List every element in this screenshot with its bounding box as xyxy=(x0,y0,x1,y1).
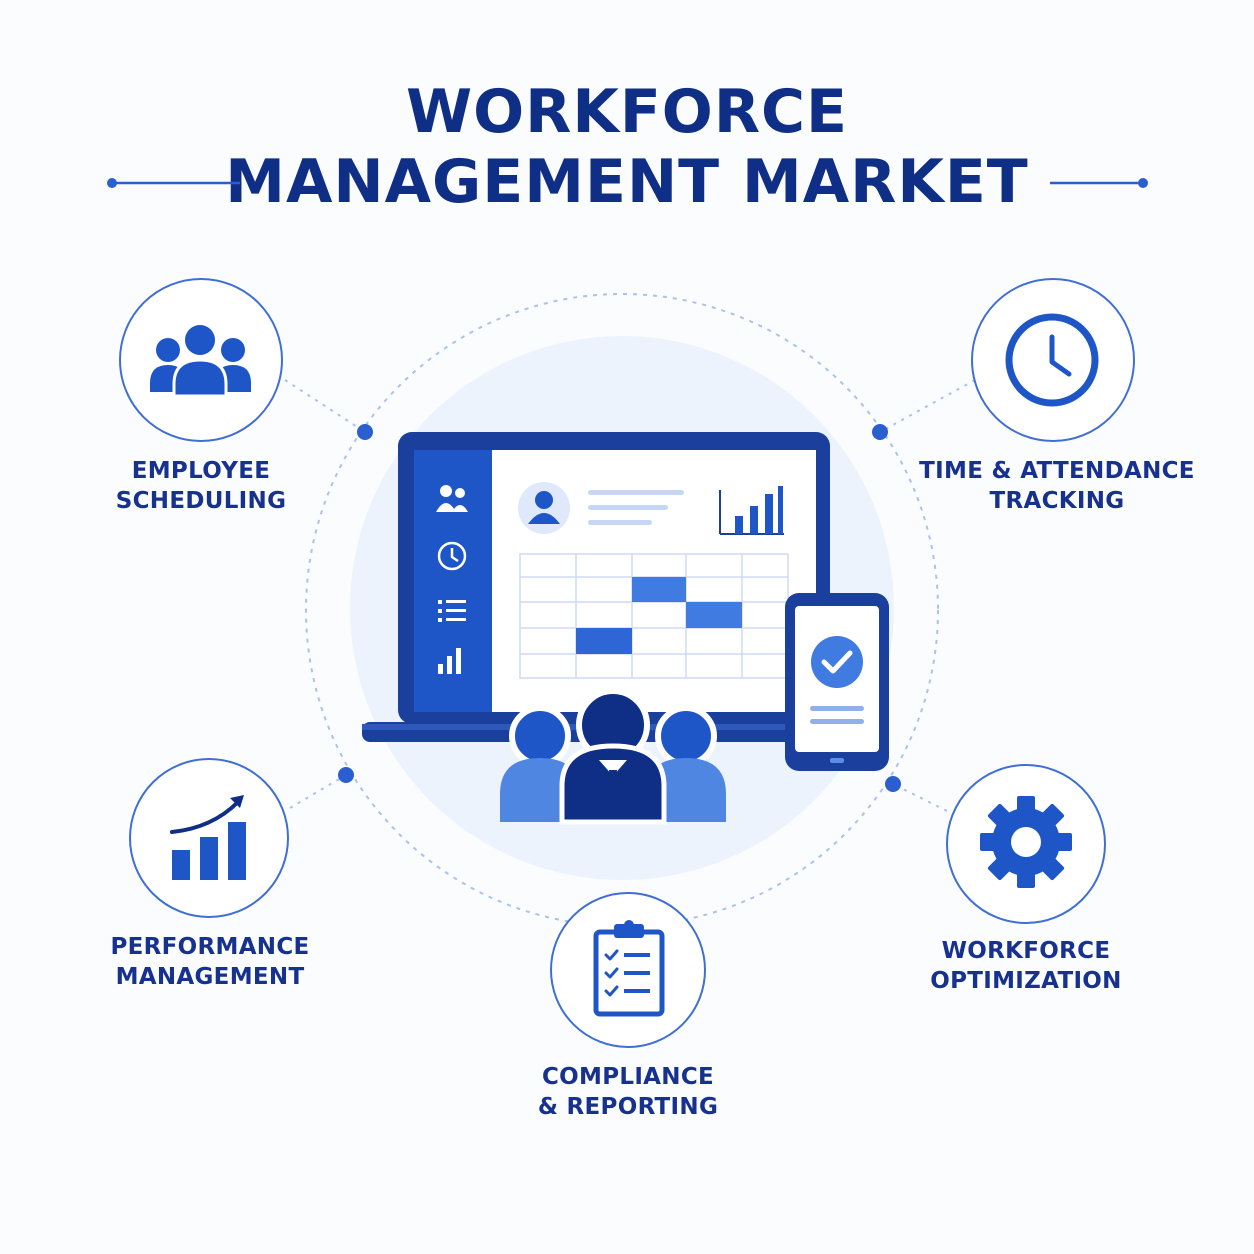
title-line-1: WORKFORCE xyxy=(405,77,849,147)
label-time-attendance: TIME & ATTENDANCE TRACKING xyxy=(912,456,1202,516)
bar-chart-icon xyxy=(438,648,461,674)
title-line-2: MANAGEMENT MARKET xyxy=(225,147,1029,217)
label-line: EMPLOYEE xyxy=(131,458,271,484)
clock-icon xyxy=(437,541,467,571)
feature-time-attendance xyxy=(971,278,1135,442)
text-placeholder xyxy=(588,505,668,510)
label-compliance-reporting: COMPLIANCE & REPORTING xyxy=(488,1062,768,1122)
shift-block xyxy=(632,577,686,602)
label-line: TIME & ATTENDANCE xyxy=(919,458,1195,484)
shift-block xyxy=(576,628,632,654)
label-line: & REPORTING xyxy=(537,1094,719,1120)
feature-performance-management xyxy=(129,758,289,918)
connectors xyxy=(284,379,976,816)
label-workforce-optimization: WORKFORCE OPTIMIZATION xyxy=(896,936,1156,996)
sidebar-panel xyxy=(414,450,492,712)
checkmark-icon xyxy=(821,650,853,674)
label-line: WORKFORCE xyxy=(941,938,1111,964)
gear-icon xyxy=(980,796,1072,888)
title-divider-left xyxy=(107,178,240,188)
feature-compliance-reporting xyxy=(550,892,706,1048)
team-icon xyxy=(500,688,726,825)
label-employee-scheduling: EMPLOYEE SCHEDULING xyxy=(81,456,321,516)
clock-icon xyxy=(1005,313,1099,407)
title-divider-right xyxy=(1050,178,1148,188)
phone-illustration xyxy=(785,593,889,771)
growth-chart-icon xyxy=(170,795,246,880)
feature-employee-scheduling xyxy=(119,278,283,442)
label-line: OPTIMIZATION xyxy=(930,968,1122,994)
label-line: COMPLIANCE xyxy=(541,1064,715,1090)
mini-bar-chart xyxy=(719,486,784,535)
clipboard-checklist-icon xyxy=(593,920,665,1017)
shift-block xyxy=(686,602,742,628)
people-group-icon xyxy=(150,325,251,398)
feature-workforce-optimization xyxy=(946,764,1106,924)
text-placeholder xyxy=(588,490,684,495)
outer-dashed-ring xyxy=(305,293,939,927)
connector-dots xyxy=(338,424,901,792)
text-placeholder xyxy=(588,520,652,525)
label-performance-management: PERFORMANCE MANAGEMENT xyxy=(70,932,350,992)
label-line: MANAGEMENT xyxy=(115,964,305,990)
gear-hole xyxy=(1011,827,1041,857)
label-line: PERFORMANCE xyxy=(110,934,310,960)
label-line: TRACKING xyxy=(989,488,1125,514)
laptop-illustration xyxy=(362,432,832,742)
label-line: SCHEDULING xyxy=(115,488,287,514)
users-icon xyxy=(436,485,468,512)
list-icon xyxy=(438,600,466,622)
checkmark-circle xyxy=(811,636,863,688)
